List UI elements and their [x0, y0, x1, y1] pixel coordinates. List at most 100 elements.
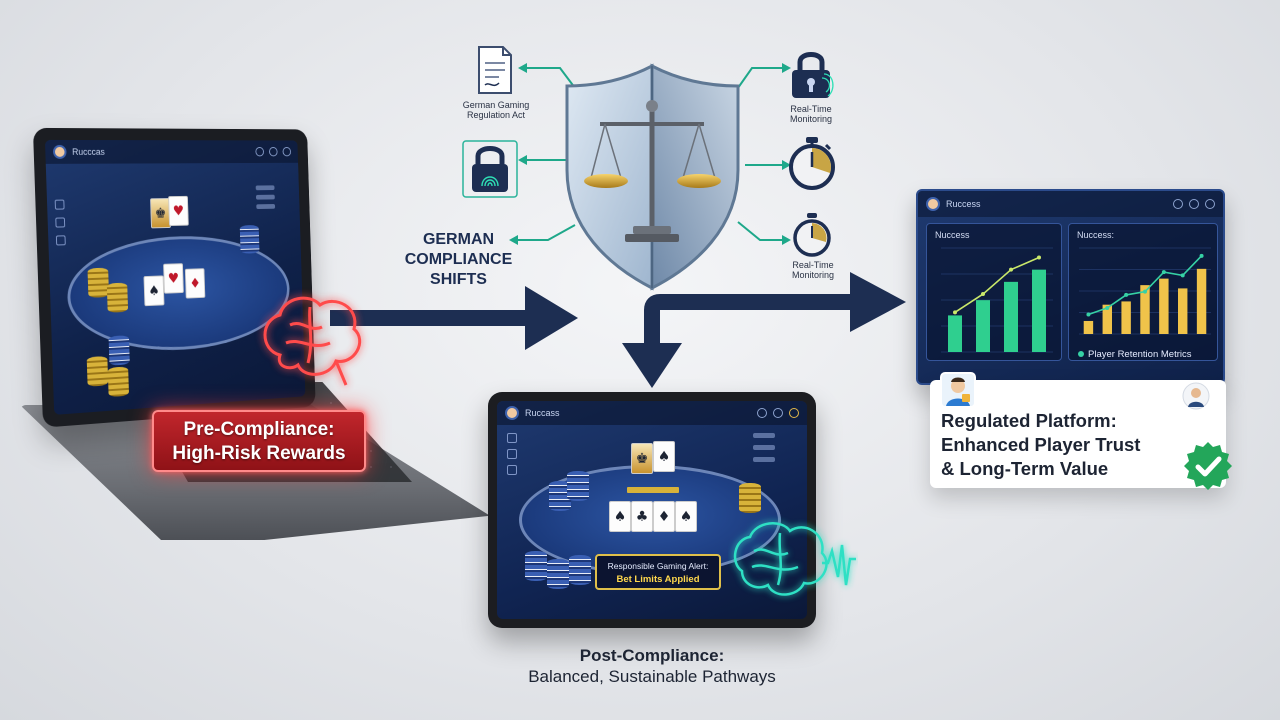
- regulation-act-label: German Gaming Regulation Act: [456, 100, 536, 120]
- pre-compliance-label: Pre-Compliance: High-Risk Rewards: [152, 410, 366, 472]
- navy-arrowhead-dashboard: [850, 272, 906, 332]
- playing-card: ♥: [168, 195, 189, 227]
- pot-bar: [627, 487, 679, 493]
- regulated-line-1: Regulated Platform:: [941, 410, 1117, 431]
- monitoring-bottom-label: Real-Time Monitoring: [776, 260, 850, 280]
- teal-arrow-stopwatch-bottom: [737, 221, 782, 241]
- avatar[interactable]: [505, 406, 519, 420]
- alert-message: Bet Limits Applied: [616, 574, 700, 585]
- chart-legend: Player Retention Metrics: [1078, 349, 1191, 360]
- document-icon: [478, 46, 512, 94]
- notification-icon[interactable]: [1189, 199, 1199, 209]
- compliance-line-3: SHIFTS: [430, 271, 487, 288]
- playing-card: ♠: [675, 501, 697, 532]
- trend-point: [1180, 273, 1185, 278]
- info-row: [753, 433, 775, 438]
- checkmark-badge-icon: [1184, 442, 1232, 490]
- chip-stack: [567, 471, 589, 501]
- chip-stack: [739, 483, 761, 513]
- chart-bar: [1102, 304, 1112, 334]
- brain-icon: [733, 522, 856, 596]
- profile-icon[interactable]: [1205, 199, 1215, 209]
- chart-bar: [1159, 278, 1169, 334]
- avatar[interactable]: [52, 144, 67, 159]
- info-row: [255, 185, 275, 191]
- regulated-line-3: & Long-Term Value: [941, 458, 1109, 479]
- chip-stack: [569, 555, 591, 585]
- profile-icon[interactable]: [282, 146, 292, 157]
- chart-bar: [1083, 320, 1094, 334]
- teal-arrow-left-bottom: [518, 224, 576, 241]
- laptop-header-title: Rucccas: [72, 146, 105, 157]
- pre-compliance-subtitle: High-Risk Rewards: [172, 443, 346, 464]
- notification-icon[interactable]: [268, 146, 278, 157]
- trend-point: [1161, 270, 1166, 275]
- monitoring-top-line-2: Monitoring: [789, 114, 833, 124]
- chip-stack: [108, 335, 130, 366]
- navy-arrowhead-right: [525, 286, 578, 350]
- alert-title: Responsible Gaming Alert:: [607, 561, 709, 571]
- side-menu-icon[interactable]: [507, 433, 517, 443]
- settings-icon[interactable]: [1173, 199, 1183, 209]
- chip-stack: [87, 267, 110, 298]
- brain-icon: [263, 296, 362, 386]
- side-menu-icon[interactable]: [507, 449, 517, 459]
- trend-point: [1199, 253, 1204, 258]
- chip-stack: [525, 551, 547, 581]
- padlock-icon: [792, 52, 834, 98]
- chart-bar: [1178, 288, 1188, 334]
- info-row: [753, 457, 775, 462]
- playing-card: ♚: [631, 443, 653, 474]
- navy-arrowhead-tablet: [622, 343, 682, 388]
- compliance-shift-label: GERMAN COMPLIANCE SHIFTS: [376, 230, 541, 290]
- regulated-line-2: Enhanced Player Trust: [941, 434, 1141, 455]
- playing-card: ♠: [143, 275, 165, 307]
- stopwatch-icon: [789, 137, 835, 190]
- chart-bar: [948, 315, 962, 352]
- teal-arrow-document: [527, 67, 579, 93]
- playing-card: ♦: [184, 268, 206, 299]
- pre-compliance-title: Pre-Compliance:: [183, 419, 335, 440]
- retention-dashboard: Ruccess Nuccess Nuccess: Player Retentio…: [916, 189, 1225, 385]
- trend-point: [1086, 312, 1091, 317]
- side-menu-icon[interactable]: [507, 465, 517, 475]
- monitoring-bottom-line-1: Real-Time: [792, 260, 834, 270]
- trend-point: [953, 310, 957, 315]
- bar-chart-left: [941, 247, 1053, 353]
- profile-icon[interactable]: [789, 408, 799, 418]
- regulation-line-1: German Gaming: [462, 100, 530, 110]
- tablet-topbar: Ruccass: [497, 401, 807, 425]
- playing-card: ♣: [631, 501, 653, 532]
- shield-icon: [565, 63, 740, 291]
- trend-point: [1143, 289, 1147, 294]
- bar-chart-right: [1079, 247, 1211, 335]
- notification-icon[interactable]: [773, 408, 783, 418]
- post-compliance-title: Post-Compliance:: [579, 646, 725, 665]
- playing-card: ♠: [653, 441, 675, 472]
- avatar[interactable]: [926, 197, 940, 211]
- side-menu-icon[interactable]: [55, 235, 66, 246]
- monitoring-bottom-line-2: Monitoring: [791, 270, 835, 280]
- regulation-line-2: Regulation Act: [466, 110, 526, 120]
- side-menu-icon[interactable]: [55, 217, 66, 228]
- compliance-line-1: GERMAN: [422, 231, 495, 248]
- monitoring-top-label: Real-Time Monitoring: [774, 104, 848, 124]
- user-avatar-icon: [1182, 382, 1210, 410]
- side-menu-icon[interactable]: [54, 199, 65, 210]
- settings-icon[interactable]: [255, 146, 265, 157]
- monitoring-top-line-1: Real-Time: [790, 104, 832, 114]
- playing-card: ♠: [609, 501, 631, 532]
- chart-bar: [1121, 301, 1131, 334]
- settings-icon[interactable]: [757, 408, 767, 418]
- chip-stack: [547, 559, 569, 589]
- navy-arrow-branch: [644, 294, 855, 362]
- playing-card: ♦: [653, 501, 675, 532]
- padlock-icon: [462, 140, 518, 198]
- compliance-line-2: COMPLIANCE: [404, 251, 513, 268]
- chip-stack: [549, 481, 571, 511]
- post-compliance-subtitle: Balanced, Sustainable Pathways: [528, 667, 776, 686]
- panel-right-title: Nuccess:: [1077, 230, 1115, 240]
- trend-point: [1037, 255, 1041, 260]
- trend-line: [954, 256, 1040, 314]
